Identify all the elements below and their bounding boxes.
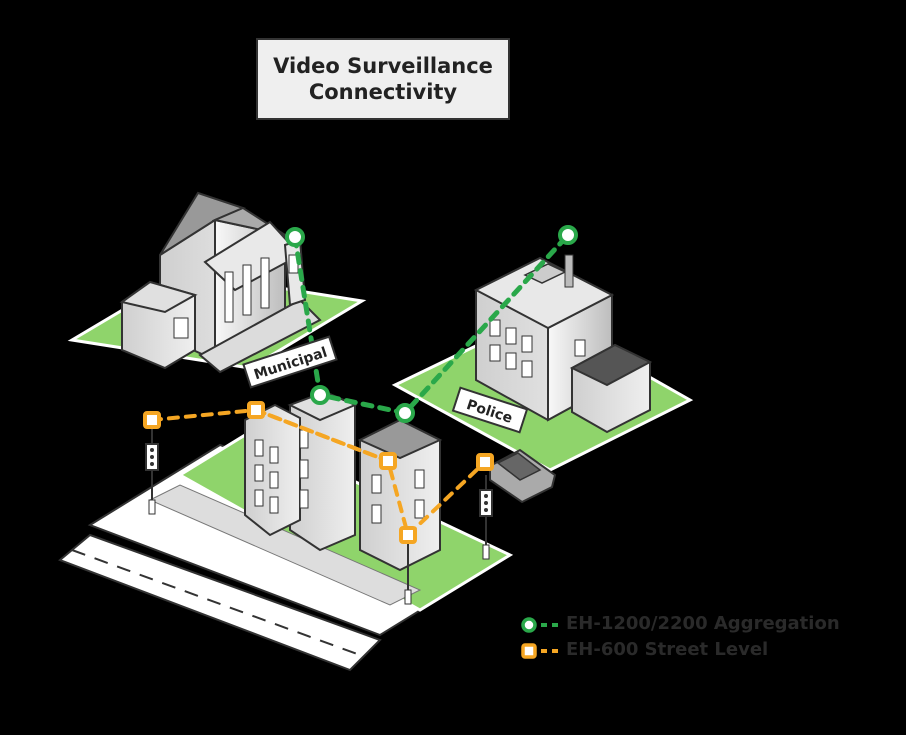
downtown-lot bbox=[58, 390, 514, 672]
street-node bbox=[379, 452, 397, 470]
legend-item-street: EH-600 Street Level bbox=[520, 638, 850, 664]
title-line-1: Video Surveillance bbox=[273, 54, 493, 78]
street-pole-left bbox=[145, 425, 159, 515]
street-node bbox=[399, 526, 417, 544]
street-node bbox=[143, 411, 161, 429]
aggregation-links bbox=[292, 232, 571, 416]
orange-square-node-icon bbox=[521, 643, 560, 659]
title-line-2: Connectivity bbox=[308, 80, 458, 104]
green-circle-node-icon bbox=[521, 617, 560, 633]
street-node bbox=[247, 401, 265, 419]
diagram-title: Video Surveillance Connectivity bbox=[256, 38, 510, 120]
legend-label-aggregation: EH-1200/2200 Aggregation bbox=[566, 613, 840, 634]
street-node bbox=[476, 453, 494, 471]
aggregation-node-police bbox=[558, 225, 578, 245]
police-sign: Police bbox=[451, 386, 529, 434]
street-pole-center bbox=[404, 540, 412, 605]
legend: EH-1200/2200 Aggregation EH-600 Street L… bbox=[520, 612, 850, 664]
municipal-lot bbox=[67, 191, 367, 374]
police-lot bbox=[391, 254, 694, 504]
legend-item-aggregation: EH-1200/2200 Aggregation bbox=[520, 612, 850, 638]
legend-label-street: EH-600 Street Level bbox=[566, 639, 769, 660]
aggregation-node-center-left bbox=[310, 385, 330, 405]
aggregation-node-center-right bbox=[395, 403, 415, 423]
street-pole-right bbox=[479, 475, 493, 560]
aggregation-node-municipal bbox=[285, 227, 305, 247]
